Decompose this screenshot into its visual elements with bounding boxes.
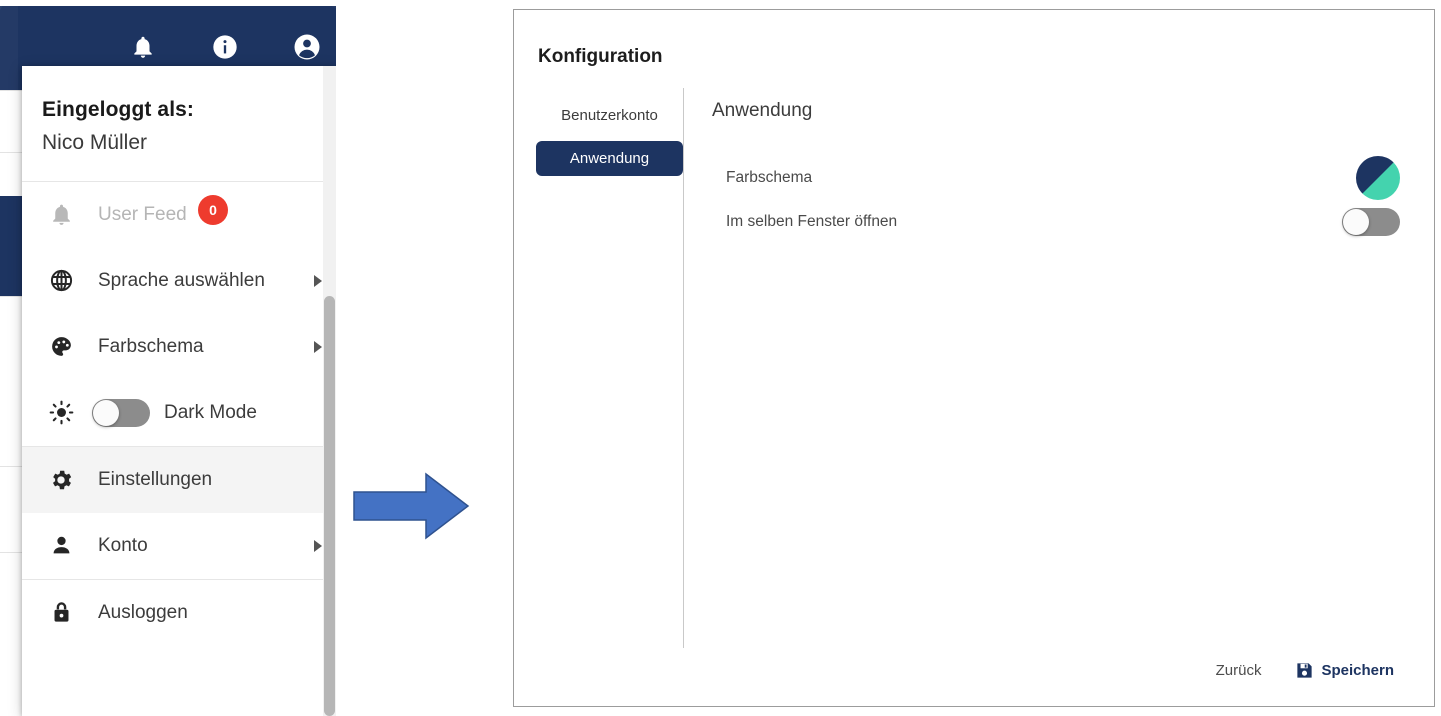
user-name: Nico Müller bbox=[42, 131, 148, 155]
divider bbox=[22, 445, 336, 447]
header-icon-group bbox=[128, 32, 322, 62]
user-feed-badge: 0 bbox=[198, 194, 228, 225]
setting-label: Farbschema bbox=[726, 169, 813, 186]
nav-item-anwendung[interactable]: Anwendung bbox=[536, 141, 683, 176]
dialog-title: Konfiguration bbox=[538, 46, 663, 67]
menu-item-ausloggen[interactable]: Ausloggen bbox=[22, 579, 336, 646]
chevron-right-icon bbox=[314, 340, 322, 353]
dark-mode-toggle[interactable] bbox=[92, 398, 150, 427]
toggle-knob bbox=[1343, 209, 1369, 235]
menu-item-sprache-auswaehlen[interactable]: Sprache auswählen bbox=[22, 247, 336, 314]
save-label: Speichern bbox=[1321, 661, 1394, 679]
palette-icon bbox=[42, 334, 80, 359]
bell-icon bbox=[42, 202, 80, 227]
menu-item-label: Farbschema bbox=[98, 335, 204, 357]
account-dropdown-menu: Eingeloggt als: Nico Müller User Feed 0 bbox=[22, 66, 336, 716]
menu-item-einstellungen[interactable]: Einstellungen bbox=[22, 446, 336, 513]
divider bbox=[22, 578, 336, 580]
lock-icon bbox=[42, 600, 80, 625]
setting-label: Im selben Fenster öffnen bbox=[726, 213, 898, 230]
dialog-main: Anwendung Farbschema Im selben Fenster ö… bbox=[684, 88, 1434, 634]
save-floppy-icon bbox=[1295, 661, 1314, 680]
back-button[interactable]: Zurück bbox=[1215, 661, 1262, 679]
configuration-dialog: Konfiguration Benutzerkonto Anwendung An… bbox=[513, 9, 1435, 707]
menu-item-dark-mode[interactable]: Dark Mode bbox=[22, 379, 336, 446]
setting-row-farbschema: Farbschema bbox=[712, 156, 1434, 200]
scrollbar-thumb[interactable] bbox=[324, 296, 335, 716]
setting-row-im-selben-fenster-oeffnen: Im selben Fenster öffnen bbox=[712, 200, 1434, 244]
color-scheme-swatch[interactable] bbox=[1356, 156, 1400, 200]
globe-icon bbox=[42, 268, 80, 293]
menu-item-label: Ausloggen bbox=[98, 601, 188, 623]
dialog-nav: Benutzerkonto Anwendung bbox=[524, 88, 684, 648]
main-section-title: Anwendung bbox=[712, 100, 813, 121]
dialog-body: Benutzerkonto Anwendung Anwendung Farbsc… bbox=[514, 88, 1434, 648]
dropdown-scrollbar[interactable] bbox=[323, 66, 336, 716]
menu-item-konto[interactable]: Konto bbox=[22, 512, 336, 579]
logged-in-as-label: Eingeloggt als: bbox=[42, 98, 195, 121]
gear-icon bbox=[42, 467, 80, 493]
flow-arrow-right-icon bbox=[352, 470, 470, 542]
menu-item-label: User Feed bbox=[98, 203, 187, 225]
divider bbox=[22, 180, 336, 182]
info-circle-icon[interactable] bbox=[210, 32, 240, 62]
person-icon bbox=[42, 533, 80, 558]
dialog-footer: Zurück Speichern bbox=[514, 634, 1434, 706]
menu-item-label: Einstellungen bbox=[98, 468, 213, 490]
nav-item-benutzerkonto[interactable]: Benutzerkonto bbox=[561, 107, 658, 124]
chevron-right-icon bbox=[314, 274, 322, 287]
menu-item-label: Sprache auswählen bbox=[98, 269, 265, 291]
notifications-bell-icon[interactable] bbox=[128, 32, 158, 62]
dropdown-header: Eingeloggt als: Nico Müller bbox=[22, 66, 336, 181]
account-circle-icon[interactable] bbox=[292, 32, 322, 62]
sun-icon bbox=[42, 400, 80, 425]
save-button[interactable]: Speichern bbox=[1295, 661, 1394, 680]
menu-item-farbschema[interactable]: Farbschema bbox=[22, 313, 336, 380]
toggle-knob bbox=[93, 399, 119, 426]
chevron-right-icon bbox=[314, 539, 322, 552]
left-app-fragment: Eingeloggt als: Nico Müller User Feed 0 bbox=[0, 0, 336, 716]
menu-item-user-feed[interactable]: User Feed 0 bbox=[22, 181, 336, 248]
same-window-toggle[interactable] bbox=[1342, 208, 1400, 236]
menu-item-label: Dark Mode bbox=[164, 401, 257, 423]
menu-item-label: Konto bbox=[98, 534, 148, 556]
